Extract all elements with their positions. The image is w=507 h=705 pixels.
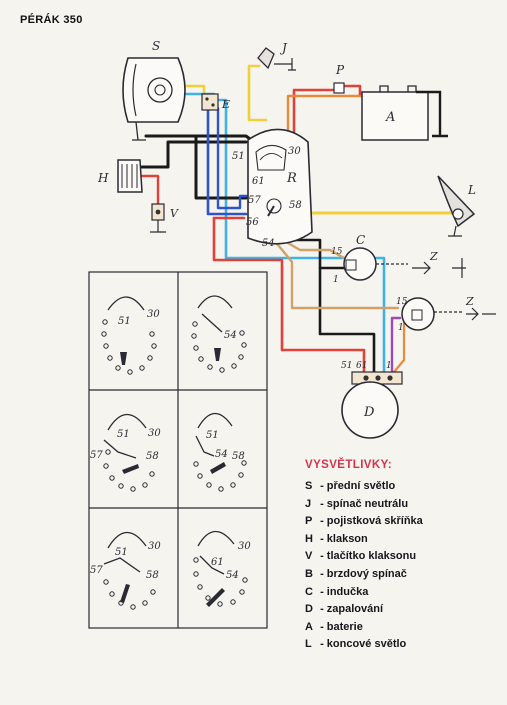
label-L: L [467, 183, 476, 197]
horn-h: H [97, 159, 143, 193]
wire-black-vert [194, 134, 248, 200]
battery-a: A [361, 85, 448, 141]
wire-yellow-j [247, 64, 268, 122]
panel4-54: 54 [215, 449, 228, 460]
label-A: A [385, 110, 395, 125]
wire-black-to-d [318, 266, 376, 374]
panel1-51: 51 [118, 316, 131, 327]
wire-tan-coil2 [272, 238, 400, 310]
label-Z-bottom: Z [465, 295, 474, 308]
horn-button-v: V [150, 203, 179, 233]
legend: VYSVĚTLIVKY: S - přední světlo J - spína… [305, 459, 495, 654]
wire-blue-ecu [206, 106, 248, 216]
terminal-56: 56 [246, 217, 259, 228]
legend-item-b: B - brzdový spínač [305, 567, 407, 580]
page-title: PÉRÁK 350 [20, 14, 83, 26]
terminal-15b: 15 [396, 297, 408, 307]
wire-blue-ecu2 [216, 106, 254, 210]
legend-item-l: L - koncové světlo [305, 638, 407, 651]
legend-item-s: S - přední světlo [305, 480, 396, 492]
wire-red-main [212, 216, 366, 374]
legend-item-d: D - zapalování [305, 603, 384, 616]
label-C: C [356, 233, 365, 247]
legend-item-a: A - baterie [305, 620, 363, 633]
terminal-1b: 1 [398, 323, 404, 333]
switch-panel-4: 51 54 58 [193, 412, 247, 492]
tail-light-l: L [437, 175, 476, 237]
ignition-coil-c2: 15 1 Z [396, 295, 496, 333]
panel3-58: 58 [146, 451, 159, 462]
panel5-51: 51 [115, 547, 128, 558]
terminal-d61: 61 [356, 361, 367, 371]
panel3-57: 57 [90, 450, 103, 461]
legend-item-c: C - indučka [305, 585, 369, 598]
panel3-51: 51 [117, 429, 130, 440]
panel5-58: 58 [146, 570, 159, 581]
terminal-15a: 15 [331, 247, 343, 257]
terminal-51: 51 [232, 151, 245, 162]
legend-item-h: H - klakson [305, 532, 368, 545]
panel5-57: 57 [90, 565, 103, 576]
label-E: E [221, 98, 230, 111]
wire-red-fuse-battery [342, 84, 362, 96]
ignition-switch-r: R 51 30 61 57 56 58 54 [232, 128, 313, 249]
terminal-58: 58 [289, 200, 302, 211]
legend-item-v: V - tlačítko klaksonu [305, 550, 417, 563]
panel4-51: 51 [206, 430, 219, 441]
panel5-30: 30 [148, 541, 161, 552]
legend-title: VYSVĚTLIVKY: [305, 459, 393, 471]
terminal-30: 30 [288, 146, 301, 157]
panel4-58: 58 [232, 451, 245, 462]
terminal-1a: 1 [333, 275, 339, 285]
panel6-54: 54 [226, 570, 239, 581]
label-J: J [279, 41, 288, 55]
switch-panel-1: 51 30 [101, 296, 160, 375]
terminal-61: 61 [252, 176, 265, 187]
wire-purple-coil-d [390, 316, 402, 374]
panel1-30: 30 [147, 309, 160, 320]
ignition-d: D 51 61 1 [341, 361, 403, 439]
switch-panel-2: 54 [191, 295, 247, 373]
headlight-s: S [122, 39, 186, 141]
panel6-30: 30 [238, 541, 251, 552]
wire-orange-to-battery [286, 94, 364, 134]
wire-harness [140, 64, 460, 374]
switch-panel-5: 51 30 57 58 [90, 531, 161, 610]
connector-e: E [201, 93, 230, 111]
wire-red-to-fuse [292, 88, 336, 134]
wire-red-horn [140, 174, 160, 208]
label-Z-top: Z [429, 250, 438, 263]
legend-item-j: J - spínač neutrálu [305, 497, 409, 510]
neutral-switch-j: J [257, 41, 296, 71]
wire-orange-coil-d [392, 320, 406, 374]
terminal-57: 57 [248, 195, 261, 206]
legend-item-p: P - pojistková skříňka [305, 515, 423, 528]
switch-panels-grid [88, 271, 268, 629]
terminal-d51: 51 [341, 361, 352, 371]
panel2-54: 54 [224, 330, 237, 341]
terminal-54: 54 [262, 238, 275, 249]
label-R: R [286, 171, 297, 186]
panel3-30: 30 [148, 428, 161, 439]
terminal-d1: 1 [386, 361, 392, 371]
wire-black-horn [140, 140, 248, 169]
label-P: P [335, 63, 345, 77]
switch-panel-3: 51 30 57 58 [90, 413, 161, 492]
panel6-61: 61 [211, 557, 224, 568]
label-H: H [97, 171, 109, 185]
ignition-coil-c: C 15 1 Z [331, 233, 466, 285]
label-D: D [363, 405, 375, 420]
label-S: S [152, 39, 160, 53]
label-V: V [170, 207, 179, 220]
fuse-box-p: P [333, 63, 345, 94]
switch-panel-6: 30 61 54 [193, 530, 251, 607]
